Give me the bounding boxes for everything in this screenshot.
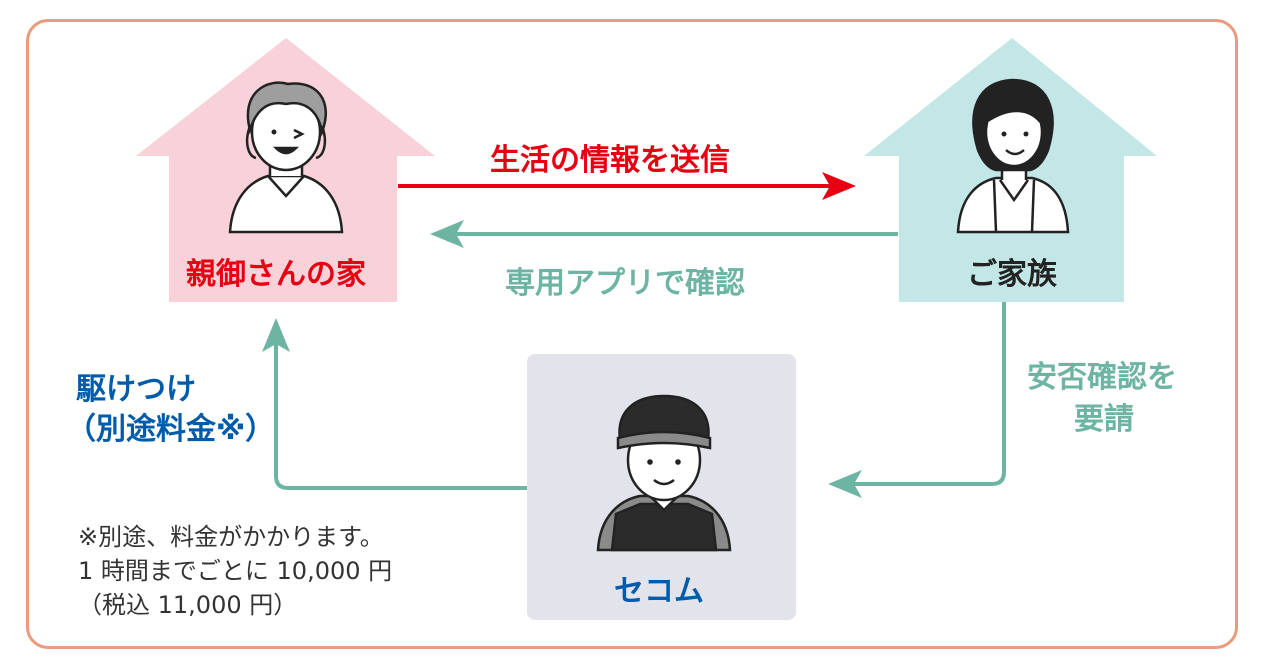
fee-note: ※別途、料金がかかります。 1 時間までごとに 10,000 円 （税込 11,… xyxy=(78,520,392,622)
fee-note-line3: （税込 11,000 円） xyxy=(78,591,298,619)
diagram-frame xyxy=(26,19,1238,649)
secom-label: セコム xyxy=(614,574,704,609)
woman-icon xyxy=(956,78,1070,234)
rush-label-line2: （別途料金※） xyxy=(66,412,276,447)
rush-arrowhead xyxy=(262,318,290,352)
send-info-label: 生活の情報を送信 xyxy=(490,143,730,178)
safety-request-label-line2: 要請 xyxy=(1074,402,1134,437)
rush-arrow xyxy=(274,336,527,490)
fee-note-line2: 1 時間までごとに 10,000 円 xyxy=(78,557,393,585)
app-check-label: 専用アプリで確認 xyxy=(505,266,745,301)
fee-note-line1: ※別途、料金がかかります。 xyxy=(78,523,384,551)
safety-request-label-line1: 安否確認を xyxy=(1027,360,1177,395)
family-label: ご家族 xyxy=(967,257,1057,292)
safety-request-arrow xyxy=(846,302,1006,486)
rush-label-line1: 駆けつけ xyxy=(76,372,196,407)
parent-home-label: 親御さんの家 xyxy=(186,257,366,292)
security-guard-icon xyxy=(596,394,732,552)
elderly-woman-icon xyxy=(228,81,344,234)
send-info-arrowhead xyxy=(822,172,856,200)
app-check-arrowhead xyxy=(430,220,464,248)
safety-request-arrowhead xyxy=(828,470,862,498)
